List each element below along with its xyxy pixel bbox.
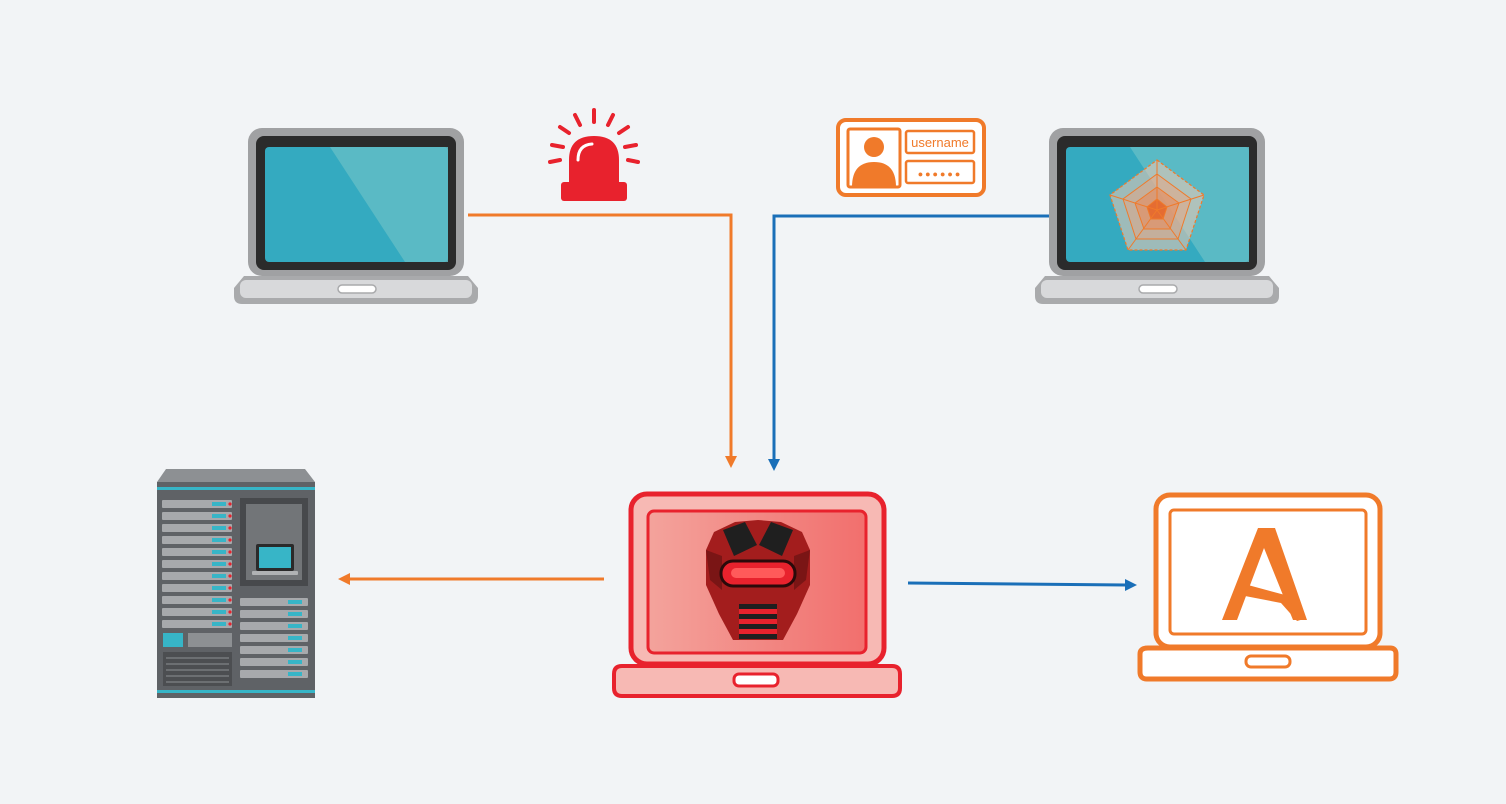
ansible-logo-icon — [1222, 528, 1307, 621]
source-laptop — [234, 128, 478, 304]
ansible-laptop — [1137, 492, 1399, 682]
siren-icon — [548, 108, 640, 201]
orange-connector-attacker-to-server — [338, 573, 604, 585]
blue-connector-web-to-attacker — [768, 214, 1049, 471]
id-card-icon — [836, 118, 986, 197]
username-label: username — [911, 135, 969, 150]
spider-web-icon — [1109, 159, 1205, 251]
orange-connector-source-to-attacker — [468, 213, 737, 468]
server-rack-icon — [157, 469, 315, 698]
password-mask: ●●●●●● — [918, 169, 963, 179]
robot-mask-icon — [706, 520, 810, 640]
blue-connector-attacker-to-ansible — [907, 579, 1137, 591]
